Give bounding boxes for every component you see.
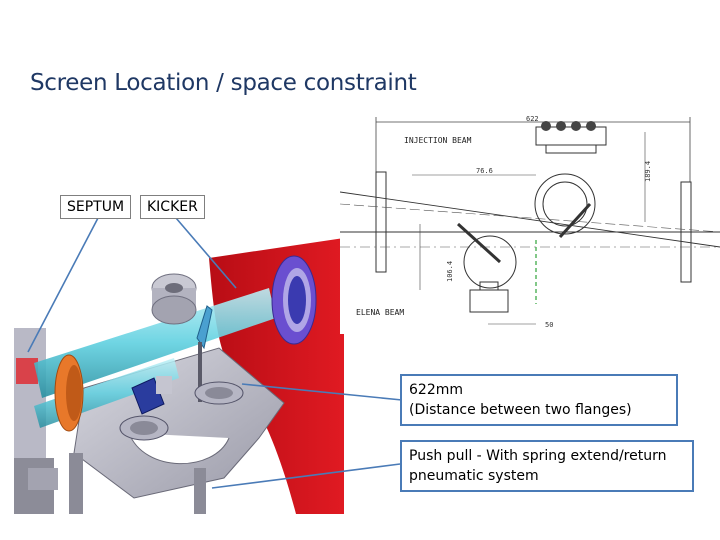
- slide-title: Screen Location / space constraint: [30, 70, 417, 96]
- septum-label: SEPTUM: [60, 195, 132, 219]
- distance-callout-line1: 622mm: [409, 382, 463, 398]
- distance-callout-line2: (Distance between two flanges): [409, 402, 632, 418]
- injection-beam-label: INJECTION BEAM: [404, 136, 472, 145]
- dimension-189-label: 189.4: [644, 161, 652, 182]
- beamline-3d-render: [14, 238, 344, 514]
- pushpull-callout-line2: pneumatic system: [409, 468, 539, 484]
- overall-dimension-label: 622: [526, 115, 539, 123]
- distance-callout: 622mm (Distance between two flanges): [400, 374, 678, 426]
- pushpull-callout: Push pull - With spring extend/return pn…: [400, 440, 694, 492]
- kicker-label-text: KICKER: [147, 199, 198, 215]
- kicker-label: KICKER: [140, 195, 205, 219]
- septum-label-text: SEPTUM: [67, 199, 125, 215]
- dimension-76-label: 76.6: [476, 167, 493, 175]
- pushpull-callout-line1: Push pull - With spring extend/return: [409, 448, 667, 464]
- technical-drawing: 622 INJECTION BEAM 76.6 189.4 106.4 ELEN…: [340, 112, 720, 334]
- dimension-106-label: 106.4: [446, 261, 454, 282]
- elena-beam-label: ELENA BEAM: [356, 308, 404, 317]
- dimension-50-label: 50: [545, 321, 553, 329]
